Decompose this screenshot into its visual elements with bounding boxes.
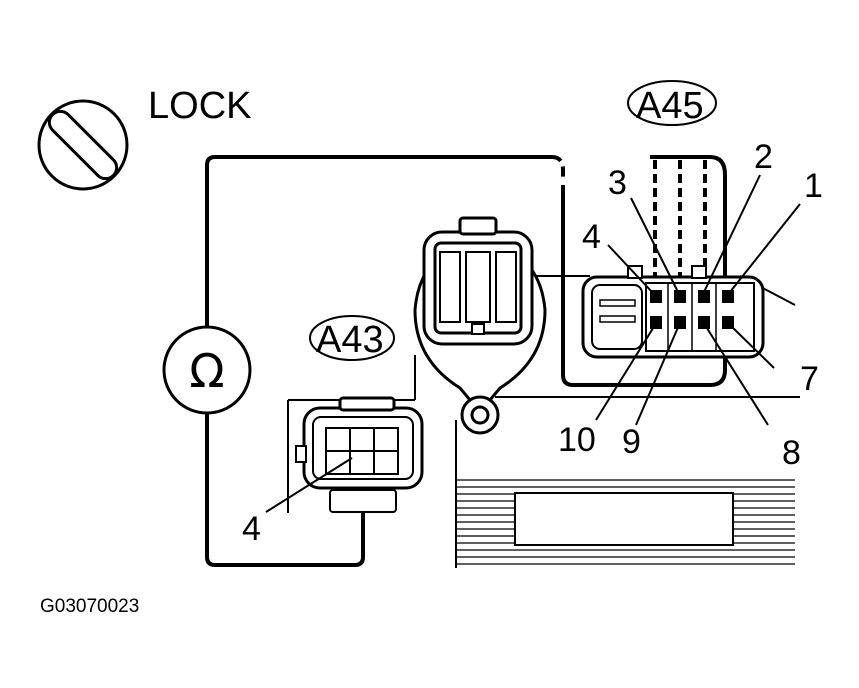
ignition-lock-switch-icon <box>37 99 129 191</box>
a43-label-badge: A43 <box>309 315 395 361</box>
a45-connector-body <box>581 265 765 359</box>
a45-leader-lines <box>595 174 801 426</box>
a45-pin-4 <box>650 290 662 303</box>
a45-pin-8 <box>698 316 710 329</box>
sensor-component <box>413 216 547 435</box>
meter-wire <box>205 155 552 567</box>
a45-pin-9-label: 9 <box>622 423 641 461</box>
a43-pin-4-label: 4 <box>242 510 261 548</box>
a45-pin-3-label: 3 <box>608 164 627 202</box>
a43-pin-leader <box>265 457 353 513</box>
a43-label: A43 <box>316 319 384 361</box>
a45-label-badge: A45 <box>627 80 717 127</box>
a45-pin-4-label: 4 <box>582 218 601 256</box>
a45-pin-1 <box>722 290 734 303</box>
a45-pin-8-label: 8 <box>782 434 801 472</box>
a45-pin-9 <box>674 316 686 329</box>
a45-harness-frame <box>551 155 727 387</box>
striped-panel <box>456 479 795 565</box>
a45-pin-2 <box>698 290 710 303</box>
figure-code: G03070023 <box>40 596 139 617</box>
a45-pin-7-label: 7 <box>800 360 819 398</box>
a45-pin-2-label: 2 <box>754 138 773 176</box>
ohmmeter-icon: Ω <box>162 325 252 415</box>
ohm-symbol: Ω <box>189 344 224 398</box>
a45-pin-10-label: 10 <box>558 421 596 459</box>
a43-connector <box>295 396 424 513</box>
a45-pin-3 <box>674 290 686 303</box>
lock-label: LOCK <box>148 85 251 127</box>
a45-pin-1-label: 1 <box>804 167 823 205</box>
a45-label: A45 <box>636 85 704 127</box>
a45-pin-10 <box>650 316 662 329</box>
